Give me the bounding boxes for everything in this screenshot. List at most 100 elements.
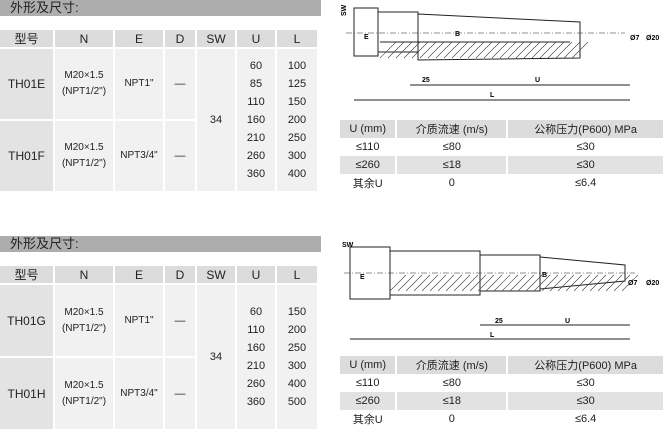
- hatch-line: [485, 274, 503, 292]
- u-value: 210: [246, 132, 266, 144]
- l-value: 100: [287, 60, 307, 72]
- model-name: TH01F: [0, 121, 53, 191]
- perf-cell: 0: [396, 174, 509, 192]
- model-name: TH01E: [0, 49, 53, 119]
- label-b: B: [455, 31, 460, 38]
- hatch-line: [547, 41, 565, 59]
- hatch-line: [507, 41, 525, 59]
- label-e: E: [360, 274, 365, 281]
- model-name: TH01G: [0, 285, 53, 356]
- hatch-line: [469, 274, 487, 292]
- perf-cell: ≤30: [507, 374, 665, 392]
- hatch-line: [515, 41, 533, 59]
- col-d: D: [165, 266, 195, 283]
- hatch-line: [395, 41, 413, 59]
- d-value: —: [165, 121, 195, 191]
- u-value: 260: [246, 150, 266, 162]
- u-value: 60: [249, 60, 263, 72]
- e-value: NPT3/4": [115, 121, 163, 191]
- l-value: 400: [287, 378, 307, 390]
- perf-cell: ≤18: [396, 156, 509, 174]
- sw-value: 34: [197, 49, 235, 191]
- hatch-line: [523, 41, 541, 59]
- hatch-line: [491, 41, 509, 59]
- hatch-line: [459, 41, 477, 59]
- hatch-line: [451, 41, 469, 59]
- col-d: D: [165, 30, 195, 47]
- hatch-line: [549, 274, 567, 292]
- hatch-line: [597, 274, 615, 292]
- perf-cell: ≤6.4: [507, 410, 665, 428]
- hatch-line: [483, 41, 501, 59]
- l-value: 200: [287, 114, 307, 126]
- label-l: L: [490, 92, 495, 99]
- model-name: TH01H: [0, 358, 53, 429]
- perf-header: U (mm): [340, 356, 398, 374]
- perf-cell: ≤80: [396, 138, 509, 156]
- label-d7: Ø7: [628, 280, 637, 287]
- l-value: 500: [287, 396, 307, 408]
- l-value: 250: [287, 132, 307, 144]
- label-sw: SW: [342, 242, 354, 249]
- hatch-line: [509, 274, 527, 292]
- hatch-line: [475, 41, 493, 59]
- l-value: 400: [287, 168, 307, 180]
- label-d20: Ø20: [646, 280, 659, 287]
- section-title: 外形及尺寸:: [0, 0, 321, 16]
- perf-cell: ≤30: [507, 392, 665, 410]
- perf-cell: 0: [396, 410, 509, 428]
- hatch-line: [557, 274, 575, 292]
- d-value: —: [165, 49, 195, 119]
- col-model: 型号: [0, 266, 53, 283]
- label-e: E: [364, 34, 369, 41]
- col-n: N: [55, 30, 113, 47]
- perf-cell: ≤6.4: [507, 174, 665, 192]
- perf-header: 公称压力(P600) MPa: [507, 356, 665, 374]
- thermowell-drawing: SW E B 25 U L Ø7 Ø20: [342, 242, 659, 340]
- hatch-line: [435, 41, 453, 59]
- perf-cell: 其余U: [340, 174, 398, 192]
- hatch-line: [621, 274, 639, 292]
- hatch-line: [493, 274, 511, 292]
- hatch-line: [467, 41, 485, 59]
- hatch-line: [397, 274, 415, 292]
- e-value: NPT3/4": [115, 358, 163, 429]
- perf-header: 介质流速 (m/s): [396, 356, 509, 374]
- hatch-line: [461, 274, 479, 292]
- hatch-line: [563, 41, 581, 59]
- n-value: M20×1.5(NPT1/2"): [55, 121, 113, 191]
- label-u: U: [565, 318, 570, 325]
- u-value: 210: [246, 360, 266, 372]
- perf-cell: ≤110: [340, 138, 398, 156]
- hatch-line: [437, 274, 455, 292]
- col-sw: SW: [197, 266, 235, 283]
- label-b: B: [542, 272, 547, 279]
- spec-table: 型号 N E D SW U L TH01E M20×1.5(NPT1/2") N…: [0, 28, 319, 193]
- col-e: E: [115, 266, 163, 283]
- hatch-line: [403, 41, 421, 59]
- e-value: NPT1": [115, 49, 163, 119]
- u-value: 110: [247, 96, 265, 108]
- col-u: U: [237, 30, 275, 47]
- hatch-line: [539, 41, 557, 59]
- hatch-line: [413, 274, 431, 292]
- hatch-line: [379, 41, 397, 59]
- l-value: 250: [287, 342, 307, 354]
- performance-table: U (mm)介质流速 (m/s)公称压力(P600) MPa ≤110≤80≤3…: [340, 120, 665, 192]
- perf-cell: ≤260: [340, 392, 398, 410]
- hatch-line: [581, 274, 599, 292]
- hatch-line: [555, 41, 573, 59]
- hatch-line: [517, 274, 535, 292]
- hatch-line: [443, 41, 461, 59]
- n-value: M20×1.5(NPT1/2"): [55, 285, 113, 356]
- thermowell-drawing: SW E B 25 U L Ø7 Ø20: [341, 4, 659, 101]
- l-value: 150: [287, 306, 307, 318]
- l-value: 300: [287, 360, 307, 372]
- hatch-line: [445, 274, 463, 292]
- u-value: 110: [247, 324, 265, 336]
- perf-cell: ≤30: [507, 156, 665, 174]
- hatch-line: [573, 274, 591, 292]
- d-value: —: [165, 358, 195, 429]
- col-l: L: [277, 30, 317, 47]
